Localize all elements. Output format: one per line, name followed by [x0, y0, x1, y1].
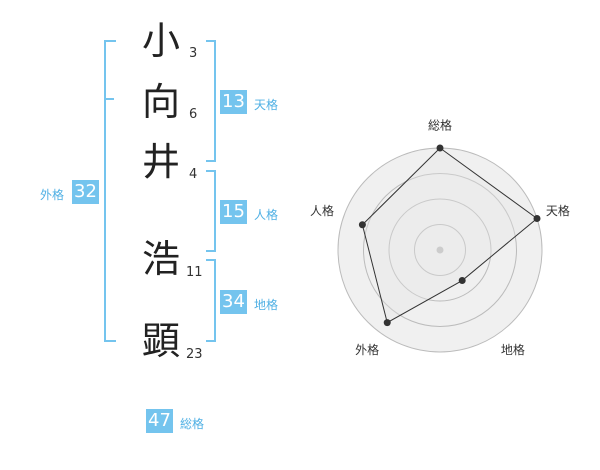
radar-axis-label-3: 外格: [355, 342, 379, 357]
chikaku-label: 地格: [254, 298, 279, 312]
radar-ring-3: [363, 173, 517, 327]
jinkaku-bracket: [206, 170, 216, 252]
radar-axis-label-0: 総格: [428, 118, 452, 133]
radar-axis-label-4: 人格: [310, 203, 334, 218]
gaikaku-bracket-tick: [104, 98, 114, 100]
chikaku-value: 34: [220, 290, 247, 314]
tenkaku-value: 13: [220, 90, 247, 114]
name-char-3-strokes: 4: [189, 167, 198, 182]
radar-ring-2: [388, 198, 492, 302]
name-char-1: 小: [142, 19, 181, 63]
radar-axis-label-2: 地格: [501, 342, 525, 357]
name-char-4-strokes: 11: [186, 265, 203, 280]
radar-point-1: [533, 214, 541, 222]
name-char-5-strokes: 23: [186, 347, 203, 362]
radar-axis-label-1: 天格: [546, 203, 570, 218]
tenkaku-bracket: [206, 40, 216, 162]
name-char-2-strokes: 6: [189, 107, 198, 122]
soukaku-value: 47: [146, 409, 173, 433]
radar-point-3: [383, 319, 391, 327]
radar-points: [358, 144, 541, 327]
radar-point-0: [436, 144, 444, 152]
radar-ring-1: [414, 224, 466, 276]
tenkaku-label: 天格: [254, 98, 279, 112]
jinkaku-label: 人格: [254, 208, 279, 222]
name-char-4: 浩: [142, 237, 181, 281]
gaikaku-bracket: [104, 40, 116, 342]
radar-point-4: [358, 221, 366, 229]
name-char-2: 向: [142, 80, 181, 124]
radar-center-dot: [436, 246, 444, 254]
gaikaku-label: 外格: [40, 188, 65, 202]
jinkaku-value: 15: [220, 200, 247, 224]
gaikaku-value: 32: [72, 180, 99, 204]
name-char-3: 井: [142, 140, 181, 184]
name-char-5: 顕: [142, 319, 181, 363]
name-char-1-strokes: 3: [189, 46, 198, 61]
radar-point-2: [458, 277, 466, 285]
soukaku-label: 総格: [180, 417, 205, 431]
radar-polygon: [361, 147, 538, 324]
chikaku-bracket: [206, 259, 216, 342]
